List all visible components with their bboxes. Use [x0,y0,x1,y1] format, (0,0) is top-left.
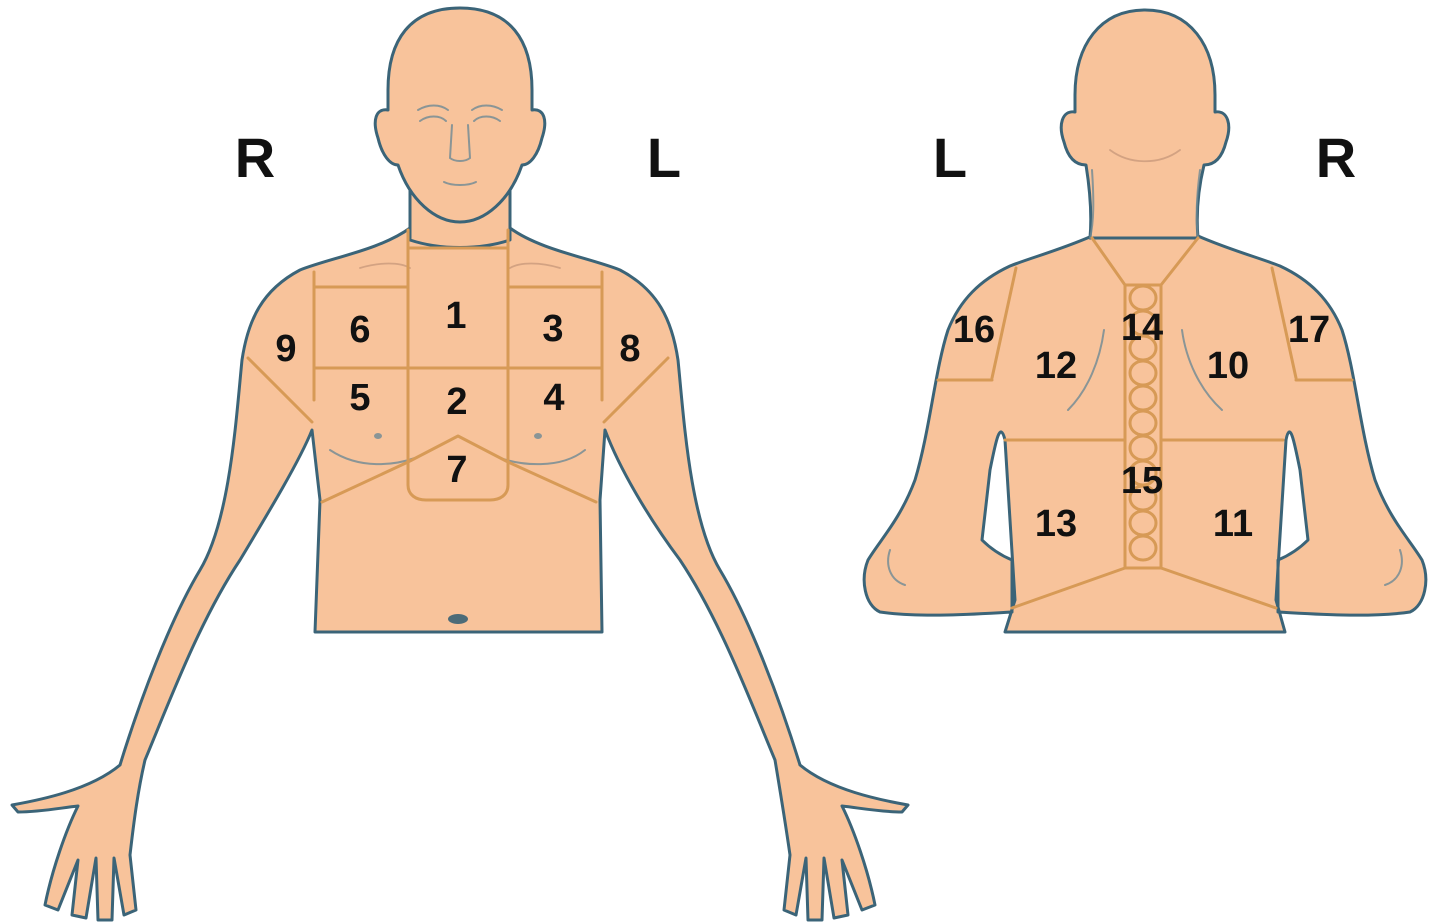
zone-label-5: 5 [349,377,370,419]
zone-label-8: 8 [619,328,640,370]
zone-label-15: 15 [1121,460,1163,502]
back-side-label-left: L [933,126,967,189]
back-head [1061,10,1228,238]
zone-label-1: 1 [445,295,466,337]
zone-label-17: 17 [1288,309,1330,351]
front-side-label-right: R [235,126,275,189]
front-side-label-left: L [647,126,681,189]
zone-label-7: 7 [446,449,467,491]
zone-label-3: 3 [542,308,563,350]
navel [448,614,468,624]
front-figure: 1 2 3 4 5 6 7 8 9 R L [12,8,908,920]
zone-label-9: 9 [275,328,296,370]
zone-label-13: 13 [1035,503,1077,545]
zone-label-6: 6 [349,309,370,351]
front-head [375,8,545,222]
right-nipple [374,433,382,439]
zone-label-10: 10 [1207,345,1249,387]
left-nipple [534,433,542,439]
zone-label-11: 11 [1213,503,1253,545]
zone-label-4: 4 [543,377,564,419]
zone-label-16: 16 [953,309,995,351]
back-figure: 10 11 12 13 14 15 16 17 L R [864,10,1426,632]
zone-label-14: 14 [1121,307,1163,349]
zone-label-12: 12 [1035,345,1077,387]
zone-label-2: 2 [446,381,467,423]
back-side-label-right: R [1316,126,1356,189]
